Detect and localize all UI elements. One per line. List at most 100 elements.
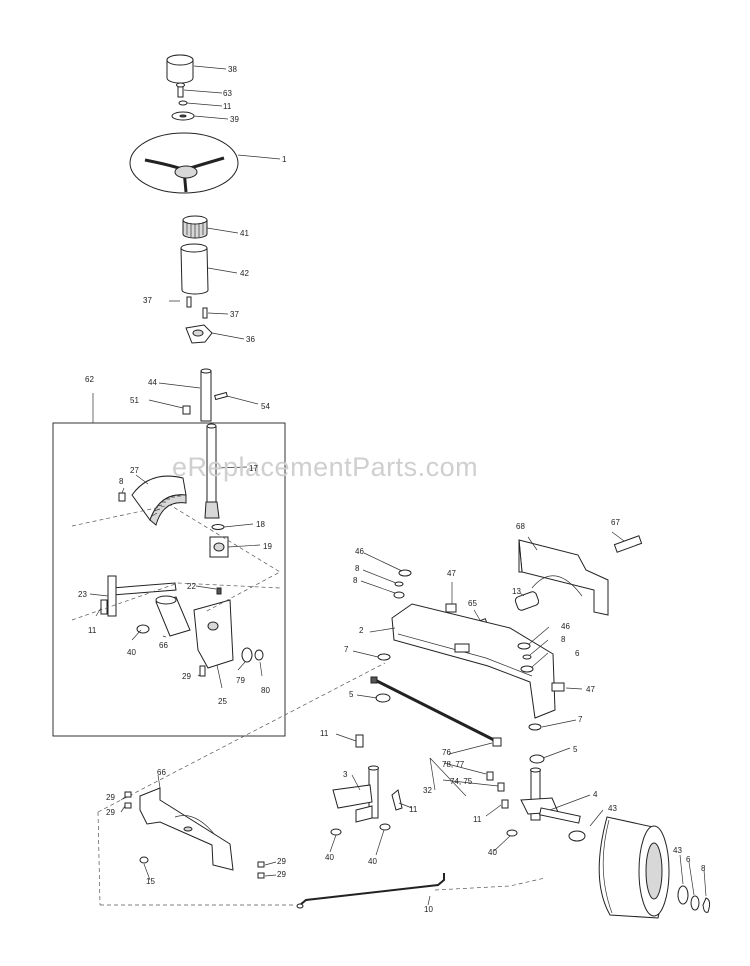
part-label: 11 bbox=[88, 626, 97, 635]
pin-22 bbox=[216, 587, 222, 595]
part-label: 46 bbox=[355, 547, 364, 556]
lower-bracket-66 bbox=[139, 787, 234, 871]
part-label: 15 bbox=[146, 877, 155, 886]
part-label: 6 bbox=[686, 855, 691, 864]
washer-6-outer bbox=[690, 895, 700, 911]
part-label: 40 bbox=[488, 848, 497, 857]
part-label: 39 bbox=[230, 115, 239, 124]
steering-cap bbox=[166, 54, 194, 84]
part-label: 47 bbox=[586, 685, 595, 694]
guide-line-e bbox=[97, 811, 101, 906]
part-label: 29 bbox=[182, 672, 191, 681]
screw-63 bbox=[176, 82, 185, 98]
part-label: 62 bbox=[85, 375, 94, 384]
washer-40-left bbox=[330, 828, 342, 836]
part-label: 43 bbox=[673, 846, 682, 855]
front-tire bbox=[598, 816, 670, 919]
part-label: 29 bbox=[277, 870, 286, 879]
part-label: 36 bbox=[246, 335, 255, 344]
part-label: 17 bbox=[249, 464, 258, 473]
part-label: 80 bbox=[261, 686, 270, 695]
washer-40-right bbox=[506, 829, 518, 837]
fitting-47-lower bbox=[551, 682, 565, 692]
part-label: 40 bbox=[325, 853, 334, 862]
part-label: 43 bbox=[608, 804, 617, 813]
bolt-54 bbox=[214, 391, 228, 401]
part-label: 29 bbox=[106, 808, 115, 817]
part-label: 18 bbox=[256, 520, 265, 529]
sector-gear-27 bbox=[131, 475, 187, 526]
part-label: 25 bbox=[218, 697, 227, 706]
part-label: 78, 77 bbox=[442, 760, 465, 769]
cap-46-right bbox=[517, 642, 531, 650]
washer-40-sub bbox=[136, 624, 150, 634]
part-label: 76 bbox=[442, 748, 451, 757]
part-label: 67 bbox=[611, 518, 620, 527]
bracket-36 bbox=[185, 324, 213, 344]
part-label: 29 bbox=[277, 857, 286, 866]
part-label: 2 bbox=[359, 626, 364, 635]
guide-line-b bbox=[71, 582, 281, 621]
axle-bracket-68 bbox=[518, 539, 609, 616]
nut-79 bbox=[241, 647, 253, 663]
shaft-44 bbox=[200, 368, 212, 422]
bushing-41 bbox=[182, 215, 208, 239]
part-label: 6 bbox=[575, 649, 580, 658]
part-label: 8 bbox=[353, 576, 358, 585]
part-label: 5 bbox=[573, 745, 578, 754]
part-label: 22 bbox=[187, 582, 196, 591]
part-label: 63 bbox=[223, 89, 232, 98]
bolt-11-sub bbox=[100, 599, 108, 615]
bushing-5-right bbox=[529, 754, 545, 764]
part-label: 42 bbox=[240, 269, 249, 278]
part-label: 41 bbox=[240, 229, 249, 238]
front-axle-2 bbox=[391, 603, 556, 719]
part-label: 68 bbox=[516, 522, 525, 531]
part-label: 54 bbox=[261, 402, 270, 411]
part-label: 10 bbox=[424, 905, 433, 914]
part-label: 5 bbox=[349, 690, 354, 699]
fitting-47-upper bbox=[445, 603, 457, 613]
part-label: 44 bbox=[148, 378, 157, 387]
part-label: 11 bbox=[223, 102, 232, 111]
watermark: eReplacementParts.com bbox=[172, 452, 479, 482]
part-label: 7 bbox=[344, 645, 349, 654]
tie-rod-10 bbox=[296, 873, 445, 909]
part-label: 74, 75 bbox=[450, 777, 473, 786]
spindle-4 bbox=[520, 767, 581, 824]
bracket-25 bbox=[193, 599, 234, 669]
steering-shaft-17 bbox=[204, 423, 220, 519]
guide-line-a bbox=[71, 504, 281, 613]
part-label: 7 bbox=[578, 715, 583, 724]
part-label: 79 bbox=[236, 676, 245, 685]
washer-7-left bbox=[377, 653, 391, 661]
washer-7-right bbox=[528, 723, 542, 731]
clip-8-outer bbox=[702, 897, 711, 913]
part-label: 8 bbox=[701, 864, 706, 873]
nut-74-75 bbox=[497, 782, 505, 792]
washer-43-outer bbox=[677, 885, 689, 905]
part-label: 23 bbox=[78, 590, 87, 599]
part-label: 47 bbox=[447, 569, 456, 578]
part-label: 65 bbox=[468, 599, 477, 608]
part-label: 8 bbox=[355, 564, 360, 573]
leader-lines bbox=[89, 65, 707, 906]
part-label: 13 bbox=[512, 587, 521, 596]
spindle-3 bbox=[332, 765, 379, 823]
part-label: 40 bbox=[127, 648, 136, 657]
part-label: 8 bbox=[119, 477, 124, 486]
spacer-66 bbox=[155, 595, 191, 637]
washer-18 bbox=[211, 524, 225, 530]
part-label: 11 bbox=[320, 729, 329, 738]
pivot-bar-23 bbox=[107, 575, 177, 617]
part-label: 3 bbox=[343, 770, 348, 779]
part-label: 38 bbox=[228, 65, 237, 74]
part-label: 11 bbox=[409, 805, 418, 814]
part-label: 29 bbox=[106, 793, 115, 802]
bolt-67 bbox=[613, 535, 643, 553]
washer-43-inner bbox=[568, 830, 586, 842]
nut-78-77 bbox=[486, 771, 494, 781]
screw-8-upper bbox=[118, 492, 126, 502]
bolt-11-axle bbox=[355, 734, 364, 748]
